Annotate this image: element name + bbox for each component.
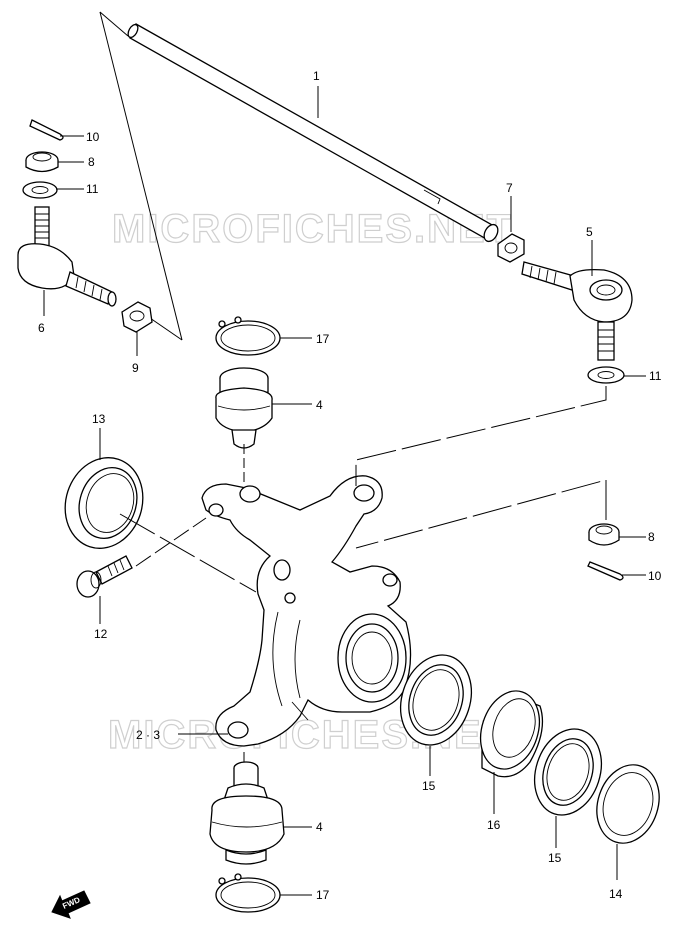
callout-4-lower: 4 — [316, 820, 323, 834]
callout-11-right: 11 — [649, 369, 662, 383]
callout-11-left: 11 — [86, 182, 99, 196]
assy-line-bolt — [135, 517, 207, 567]
nut-left — [121, 301, 153, 333]
tie-rod — [127, 23, 499, 243]
callout-17-upper: 17 — [316, 332, 330, 346]
callout-5: 5 — [586, 225, 593, 239]
ball-joint-lower — [209, 761, 285, 865]
callout-10-right: 10 — [648, 569, 662, 583]
tie-rod-end-right — [521, 261, 633, 361]
callout-8-left: 8 — [88, 155, 95, 169]
leader-triangle-bottom — [149, 317, 183, 341]
cotter-pin-right — [587, 561, 624, 581]
ball-joint-upper — [215, 367, 273, 449]
callout-9: 9 — [132, 361, 139, 375]
fwd-arrow-icon: FWD — [51, 890, 91, 919]
callout-17-lower: 17 — [316, 888, 330, 902]
leader-triangle-left — [99, 11, 183, 341]
bolt-12 — [76, 555, 133, 598]
leader-triangle-top — [99, 11, 129, 37]
cotter-pin-left — [29, 119, 64, 141]
callout-12: 12 — [94, 627, 108, 641]
tie-rod-end-left — [17, 206, 117, 307]
oil-seal-15-left — [400, 654, 472, 746]
callout-15-left: 15 — [422, 779, 436, 793]
oil-seal-15-right — [534, 728, 602, 816]
castle-nut-right — [588, 523, 620, 546]
callout-6: 6 — [38, 321, 45, 335]
callout-14: 14 — [609, 887, 623, 901]
callout-13: 13 — [92, 412, 106, 426]
nut-right-rod — [497, 233, 525, 263]
steering-knuckle — [201, 475, 412, 747]
ring-14 — [596, 764, 660, 844]
callout-8-right: 8 — [648, 530, 655, 544]
callout-16: 16 — [487, 818, 501, 832]
assy-line-tie-rod-end — [355, 386, 607, 486]
assy-line-nut — [355, 479, 607, 549]
callout-10-left: 10 — [86, 130, 100, 144]
assy-line-seal — [119, 513, 257, 593]
oil-seal-13 — [64, 457, 144, 549]
snap-ring-lower — [215, 873, 281, 913]
washer-right — [587, 366, 625, 384]
callout-4-upper: 4 — [316, 398, 323, 412]
castle-nut-left — [25, 151, 59, 173]
callout-1: 1 — [313, 69, 320, 83]
callout-2-3: 2 · 3 — [136, 728, 160, 742]
callout-7: 7 — [506, 181, 513, 195]
callout-15-right: 15 — [548, 851, 562, 865]
wheel-bearing-16 — [479, 690, 544, 778]
washer-left — [22, 181, 58, 199]
snap-ring-upper — [215, 316, 281, 356]
